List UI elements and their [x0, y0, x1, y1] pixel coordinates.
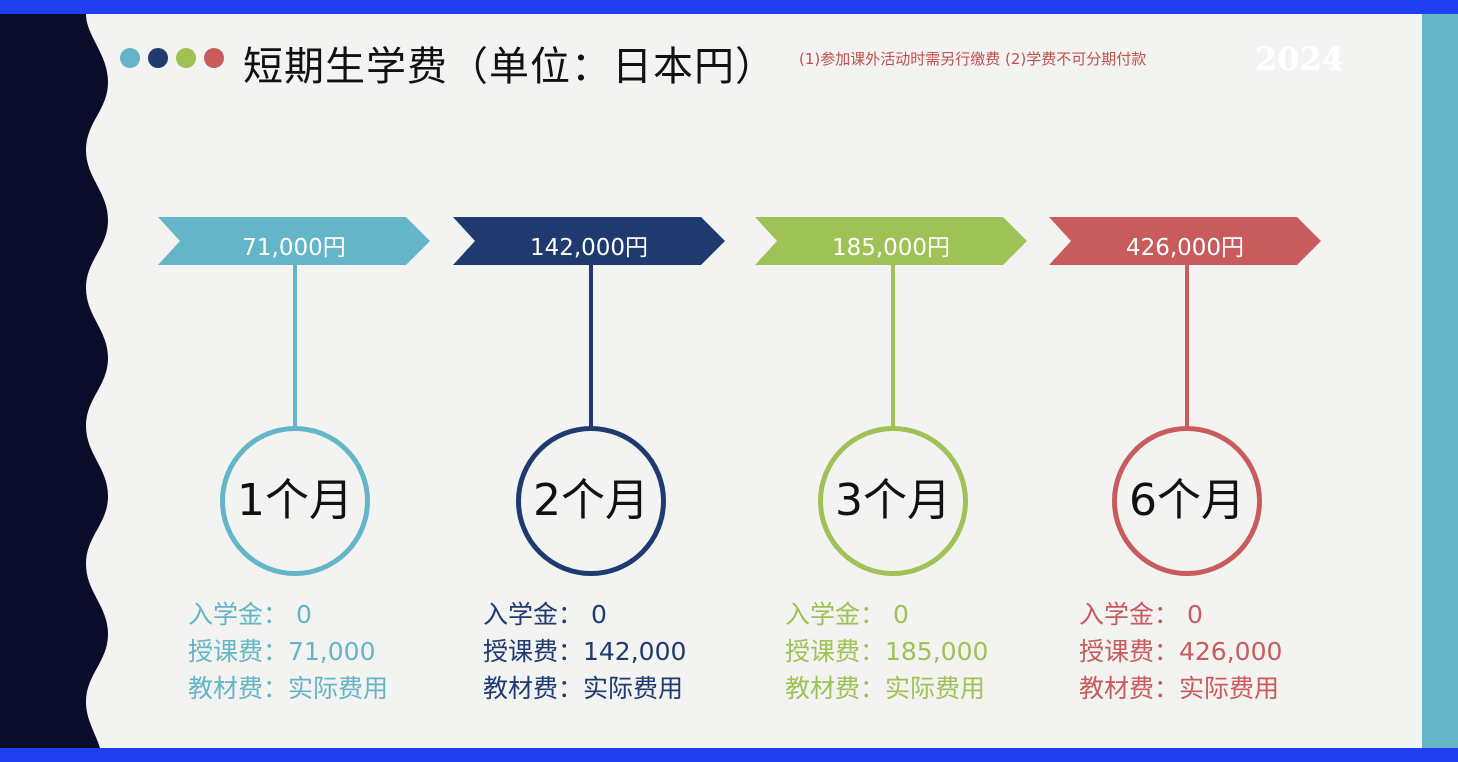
enrollment-fee: 入学金： 0	[785, 600, 909, 629]
decorative-dots	[120, 48, 224, 68]
fee-details: 入学金： 0 授课费：71,000 教材费：实际费用	[188, 596, 388, 707]
enrollment-fee: 入学金： 0	[483, 600, 607, 629]
connector-line	[293, 264, 297, 428]
connector-line	[1185, 264, 1189, 428]
connector-line	[589, 264, 593, 428]
materials-fee: 教材费：实际费用	[1079, 674, 1280, 703]
duration-label: 6个月	[1129, 475, 1245, 526]
price-arrow-banner	[755, 217, 1027, 265]
duration-label: 1个月	[237, 475, 353, 526]
plan-6-months: 426,000円 6个月 入学金： 0 授课费：426,000 教材费：实际费用	[1049, 0, 1349, 762]
duration-label: 2个月	[533, 475, 649, 526]
year-label: 2024	[1255, 40, 1345, 78]
plan-3-months: 185,000円 3个月 入学金： 0 授课费：185,000 教材费：实际费用	[755, 0, 1055, 762]
plan-price: 185,000円	[831, 235, 951, 261]
page-title: 短期生学费（单位：日本円）	[243, 44, 776, 90]
wavy-sidebar-decoration	[0, 14, 108, 748]
fee-details: 入学金： 0 授课费：142,000 教材费：实际费用	[483, 596, 686, 707]
fee-details: 入学金： 0 授课费：185,000 教材费：实际费用	[785, 596, 988, 707]
teal-dot	[120, 48, 140, 68]
materials-fee: 教材费：实际费用	[483, 674, 684, 703]
red-dot	[204, 48, 224, 68]
price-arrow-banner	[1049, 217, 1321, 265]
materials-fee: 教材费：实际费用	[188, 674, 389, 703]
right-accent-strip	[1422, 14, 1458, 748]
enrollment-fee: 入学金： 0	[188, 600, 312, 629]
materials-fee: 教材费：实际费用	[785, 674, 986, 703]
duration-circle: 3个月	[818, 426, 968, 576]
plan-price: 71,000円	[242, 235, 346, 261]
duration-circle: 1个月	[220, 426, 370, 576]
fee-details: 入学金： 0 授课费：426,000 教材费：实际费用	[1079, 596, 1282, 707]
tuition-fee: 授课费：426,000	[1079, 637, 1283, 666]
green-dot	[176, 48, 196, 68]
duration-label: 3个月	[835, 475, 951, 526]
payment-note: (1)参加课外活动时需另行缴费 (2)学费不可分期付款	[799, 50, 1147, 68]
plan-price: 426,000円	[1125, 235, 1245, 261]
enrollment-fee: 入学金： 0	[1079, 600, 1203, 629]
duration-circle: 6个月	[1112, 426, 1262, 576]
top-frame-bar	[0, 0, 1458, 14]
connector-line	[891, 264, 895, 428]
navy-dot	[148, 48, 168, 68]
plan-2-months: 142,000円 2个月 入学金： 0 授课费：142,000 教材费：实际费用	[453, 0, 753, 762]
tuition-fee: 授课费：71,000	[188, 637, 376, 666]
tuition-fee: 授课费：142,000	[483, 637, 687, 666]
price-arrow-banner	[453, 217, 725, 265]
plan-1-month: 71,000円 1个月 入学金： 0 授课费：71,000 教材费：实际费用	[158, 0, 458, 762]
bottom-frame-bar	[0, 748, 1458, 762]
tuition-fee: 授课费：185,000	[785, 637, 989, 666]
duration-circle: 2个月	[516, 426, 666, 576]
price-arrow-banner	[158, 217, 430, 265]
plan-price: 142,000円	[529, 235, 649, 261]
